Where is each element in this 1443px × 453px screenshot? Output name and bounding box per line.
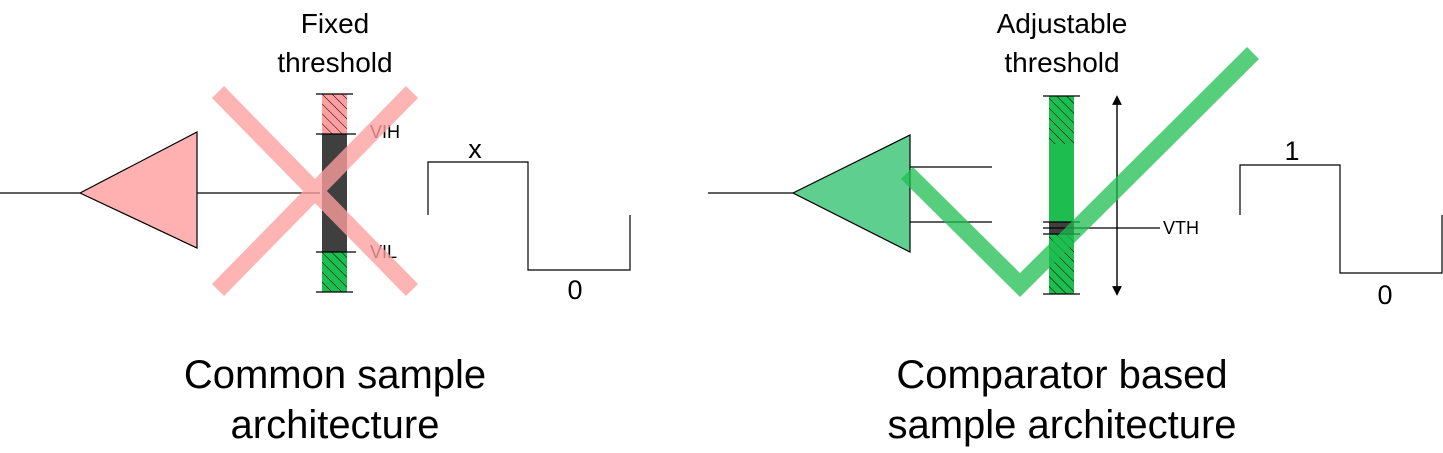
vth-label: VTH — [1163, 218, 1199, 238]
common-sample-caption-line2: architecture — [231, 403, 440, 447]
wave-low-label: 0 — [567, 275, 582, 305]
comparator-output-waveform — [1239, 164, 1443, 274]
comparator-sample-caption-line2: sample architecture — [887, 403, 1236, 447]
forbidden-high-hatch — [322, 94, 347, 134]
adjustable-threshold-label-line2: threshold — [1004, 47, 1119, 78]
comparator-sample-panel: Adjustable threshold VTH 1 0 Comparator … — [708, 8, 1443, 447]
wave-high-label: x — [468, 134, 482, 164]
common-sample-panel: Fixed threshold VIH VIL x 0 Common sampl… — [0, 8, 631, 447]
wave-low-label: 0 — [1377, 280, 1392, 310]
output-waveform — [427, 161, 631, 271]
buffer-triangle-icon — [78, 131, 198, 249]
wave-high-label: 1 — [1284, 136, 1299, 166]
common-sample-caption-line1: Common sample — [184, 353, 486, 397]
adjustable-threshold-label-line1: Adjustable — [997, 8, 1128, 39]
fixed-threshold-label-line1: Fixed — [301, 8, 369, 39]
fixed-threshold-label-line2: threshold — [277, 47, 392, 78]
comparator-sample-caption-line1: Comparator based — [896, 353, 1227, 397]
valid-low-hatch — [322, 252, 347, 292]
threshold-bar-upper-hatch — [1049, 96, 1074, 144]
comparator-triangle-icon — [791, 134, 911, 253]
cross-mark-icon — [211, 86, 419, 296]
check-mark-icon — [901, 46, 1259, 297]
